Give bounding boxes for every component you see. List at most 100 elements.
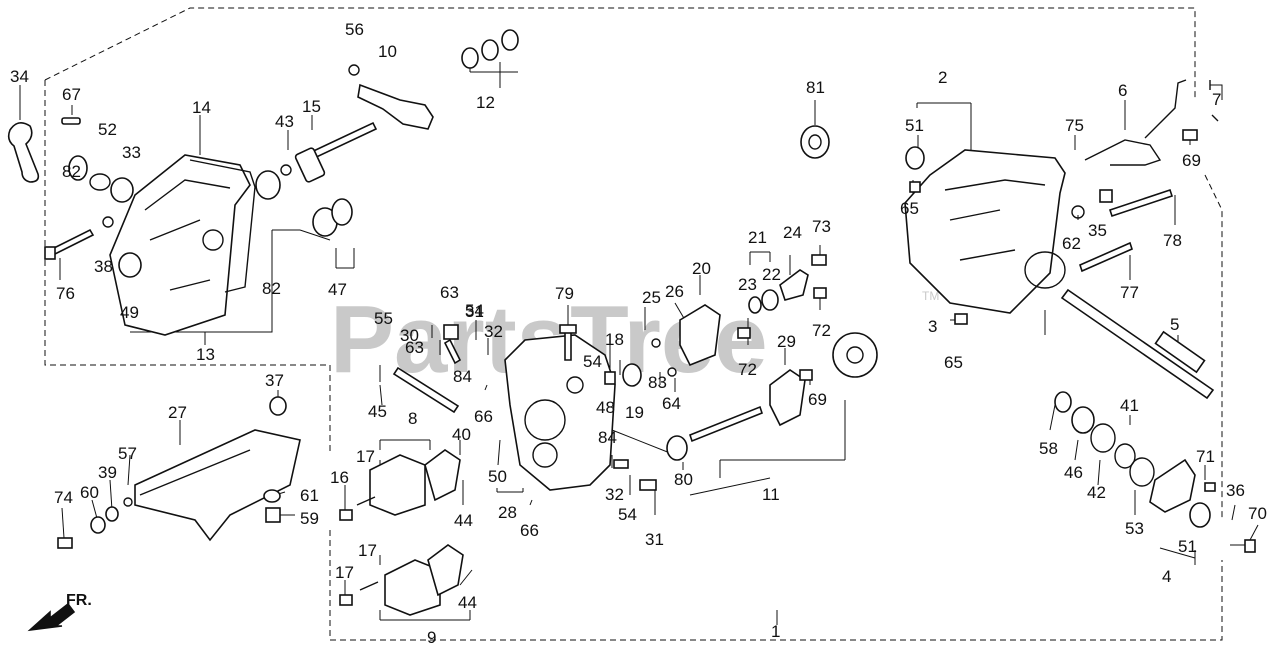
callout-29: 29: [777, 332, 796, 351]
callout-22: 22: [762, 265, 781, 284]
callout-45: 45: [368, 402, 387, 421]
callout-20: 20: [692, 259, 711, 278]
callout-7: 7: [1212, 90, 1221, 109]
callout-63: 63: [440, 283, 459, 302]
callout-73: 73: [812, 217, 831, 236]
callout-58: 58: [1039, 439, 1058, 458]
callout-78: 78: [1163, 231, 1182, 250]
callout-74: 74: [54, 488, 73, 507]
callout-44: 44: [454, 511, 473, 530]
callout-56: 56: [345, 20, 364, 39]
callout-83: 83: [648, 373, 667, 392]
callout-4: 4: [1162, 567, 1171, 586]
callout-69: 69: [1182, 151, 1201, 170]
callout-51: 51: [905, 116, 924, 135]
callout-17: 17: [335, 563, 354, 582]
callout-66: 66: [520, 521, 539, 540]
callout-34: 34: [10, 67, 29, 86]
callout-66: 66: [474, 407, 493, 426]
callout-14: 14: [192, 98, 211, 117]
callout-37: 37: [265, 371, 284, 390]
callout-43: 43: [275, 112, 294, 131]
callout-80: 80: [674, 470, 693, 489]
callout-69: 69: [808, 390, 827, 409]
callout-55: 55: [374, 309, 393, 328]
callout-5: 5: [1170, 315, 1179, 334]
callout-17: 17: [356, 447, 375, 466]
callout-40: 40: [452, 425, 471, 444]
callout-52: 52: [98, 120, 117, 139]
callout-13: 13: [196, 345, 215, 364]
callout-28: 28: [498, 503, 517, 522]
callout-11: 11: [762, 485, 780, 504]
callout-62: 62: [1062, 234, 1081, 253]
callout-31: 31: [645, 530, 664, 549]
callout-38: 38: [94, 257, 113, 276]
callout-84: 84: [453, 367, 472, 386]
callout-76: 76: [56, 284, 75, 303]
callout-72: 72: [738, 360, 757, 379]
callout-65: 65: [944, 353, 963, 372]
callout-59: 59: [300, 509, 319, 528]
callout-6: 6: [1118, 81, 1127, 100]
callout-84: 84: [598, 428, 617, 447]
callout-50: 50: [488, 467, 507, 486]
callout-82: 82: [62, 162, 81, 181]
callout-19: 19: [625, 403, 644, 422]
callout-12: 12: [476, 93, 495, 112]
callout-75: 75: [1065, 116, 1084, 135]
callout-24: 24: [783, 223, 802, 242]
callout-77: 77: [1120, 283, 1139, 302]
callout-49: 49: [120, 303, 139, 322]
callout-54: 54: [465, 301, 484, 320]
callout-54: 54: [583, 352, 602, 371]
callout-27: 27: [168, 403, 187, 422]
callout-42: 42: [1087, 483, 1106, 502]
callout-25: 25: [642, 288, 661, 307]
callout-35: 35: [1088, 221, 1107, 240]
callout-79: 79: [555, 284, 574, 303]
callout-32: 32: [484, 322, 503, 341]
callout-16: 16: [330, 468, 349, 487]
callout-61: 61: [300, 486, 319, 505]
callout-8: 8: [408, 409, 417, 428]
callout-82: 82: [262, 279, 281, 298]
callout-48: 48: [596, 398, 615, 417]
callout-53: 53: [1125, 519, 1144, 538]
callout-39: 39: [98, 463, 117, 482]
callout-54: 54: [618, 505, 637, 524]
callout-46: 46: [1064, 463, 1083, 482]
assembly-boundary: [44, 7, 1223, 641]
callout-60: 60: [80, 483, 99, 502]
callout-47: 47: [328, 280, 347, 299]
callout-15: 15: [302, 97, 321, 116]
callout-57: 57: [118, 444, 137, 463]
callout-36: 36: [1226, 481, 1245, 500]
callout-67: 67: [62, 85, 81, 104]
callout-31: 31: [465, 302, 484, 321]
front-direction-arrow: FR.: [27, 592, 92, 632]
callout-41: 41: [1120, 396, 1139, 415]
callout-44: 44: [458, 593, 477, 612]
callout-51: 51: [1178, 537, 1197, 556]
callout-21: 21: [748, 228, 767, 247]
callout-2: 2: [938, 68, 947, 87]
watermark-tm: TM: [922, 289, 939, 303]
callout-71: 71: [1196, 447, 1215, 466]
callout-64: 64: [662, 394, 681, 413]
callout-10: 10: [378, 42, 397, 61]
callout-70: 70: [1248, 504, 1267, 523]
callout-33: 33: [122, 143, 141, 162]
callout-9: 9: [427, 628, 436, 647]
callout-23: 23: [738, 275, 757, 294]
callout-30: 30: [400, 326, 419, 345]
callout-18: 18: [605, 330, 624, 349]
callout-32: 32: [605, 485, 624, 504]
svg-text:FR.: FR.: [66, 592, 92, 609]
callout-72: 72: [812, 321, 831, 340]
callout-26: 26: [665, 282, 684, 301]
callout-3: 3: [928, 317, 937, 336]
callout-65: 65: [900, 199, 919, 218]
